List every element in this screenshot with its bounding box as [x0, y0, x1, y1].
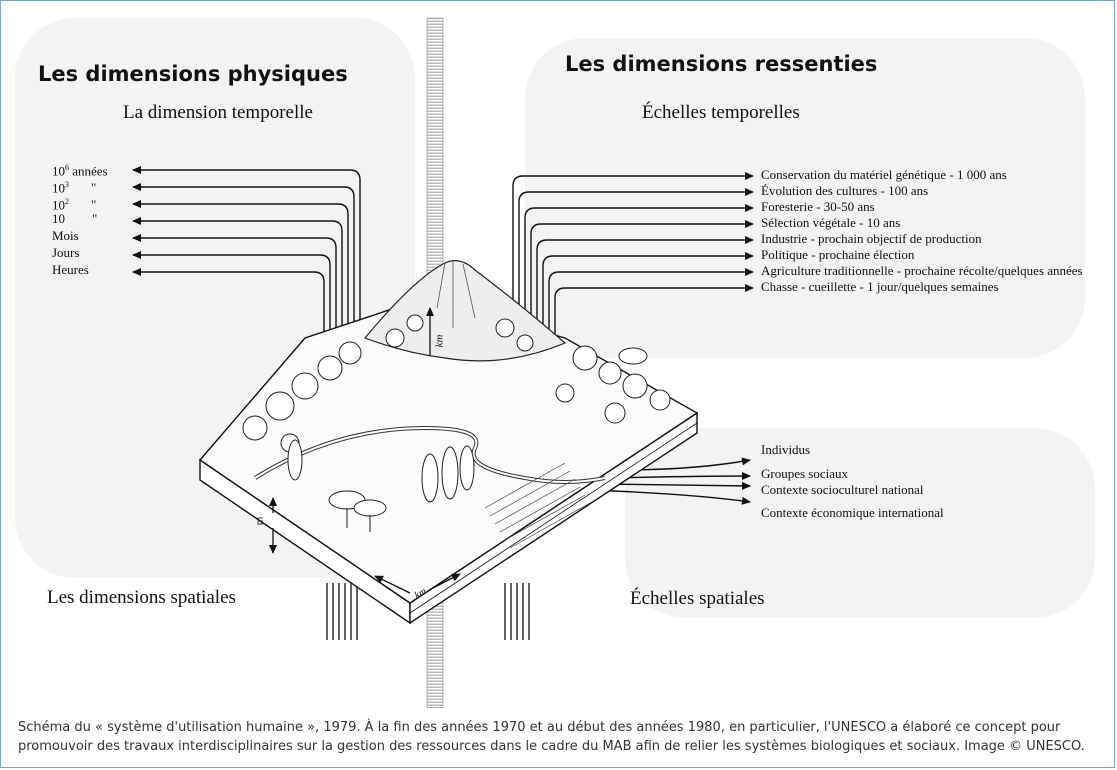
time-label-days: Jours: [52, 245, 80, 260]
right-time-arrows: [512, 172, 754, 418]
subheading-spatial-dimensions: Les dimensions spatiales: [47, 587, 236, 608]
subheading-temporal-scales: Échelles temporelles: [642, 102, 800, 123]
time-label-10: 10": [52, 211, 98, 226]
forest: [242, 314, 671, 453]
depth-axis-label: m: [253, 516, 266, 526]
time-scale-hunting: Chasse - cueillette - 1 jour/quelques se…: [761, 279, 999, 294]
subheading-spatial-scales: Échelles spatiales: [630, 588, 765, 609]
figure-caption: Schéma du « système d'utilisation humain…: [18, 718, 1098, 756]
foreground-trees: [328, 347, 648, 532]
background-shape: [525, 38, 1085, 358]
spatial-individuals: Individus: [761, 442, 811, 457]
caption-line-2: promouvoir des travaux interdisciplinair…: [18, 739, 1085, 754]
subheading-temporal-dimension: La dimension temporelle: [123, 102, 313, 123]
spatial-social-groups: Groupes sociaux: [761, 466, 849, 481]
diagram: km m km Les dimensions physiques Les dim…: [5, 8, 1112, 708]
caption-line-1: Schéma du « système d'utilisation humain…: [18, 720, 1061, 735]
background-shape: [625, 428, 1095, 618]
mountain: [363, 260, 567, 362]
time-scale-genetic: Conservation du matériel génétique - 1 0…: [761, 167, 1007, 182]
time-label-months: Mois: [52, 228, 79, 243]
fields: [484, 462, 591, 549]
time-scale-politics: Politique - prochaine élection: [761, 247, 915, 262]
time-scale-forestry: Foresterie - 30-50 ans: [761, 199, 875, 214]
left-time-arrows: [132, 166, 361, 418]
spatial-international: Contexte économique international: [761, 505, 944, 520]
time-scale-industry: Industrie - prochain objectif de product…: [761, 231, 982, 246]
width-axis: [374, 573, 461, 594]
time-label-1e2: 102": [52, 197, 97, 213]
heading-perceived: Les dimensions ressenties: [565, 52, 878, 76]
time-label-1e6-years: 106 années: [52, 163, 108, 179]
cypress-trees: [287, 439, 475, 503]
heading-physical: Les dimensions physiques: [38, 62, 348, 86]
spatial-national: Contexte socioculturel national: [761, 482, 924, 497]
time-scale-breeding: Sélection végétale - 10 ans: [761, 215, 901, 230]
height-axis-label: km: [433, 334, 446, 348]
time-label-hours: Heures: [52, 262, 89, 277]
lower-vertical-lines: [326, 583, 530, 640]
time-scale-agriculture: Agriculture traditionnelle - prochaine r…: [761, 263, 1083, 278]
time-scale-crops: Évolution des cultures - 100 ans: [761, 183, 929, 198]
time-label-1e3: 103": [52, 180, 97, 196]
landscape-illustration: [132, 17, 754, 708]
